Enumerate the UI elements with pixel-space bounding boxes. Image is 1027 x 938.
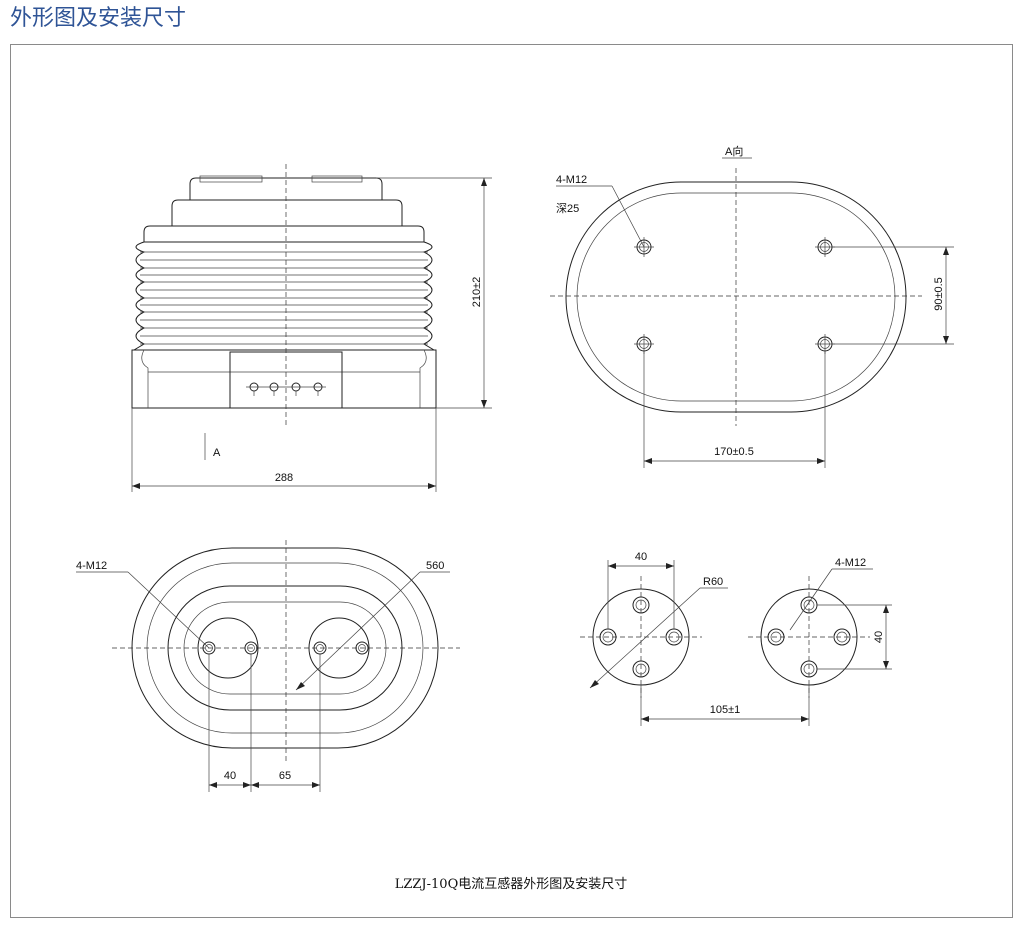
front-view: 210±2 288 A bbox=[131, 164, 492, 492]
terminal-width-dimension: 40 bbox=[635, 551, 647, 563]
top-view-title: A向 bbox=[725, 144, 743, 158]
top-view: A向 4-M12 深25 90±0.5 bbox=[550, 144, 954, 468]
terminal-view: 40 R60 4-M12 40 105±1 bbox=[580, 551, 892, 726]
terminal-radius-dimension: R60 bbox=[703, 576, 723, 588]
front-view-terminals bbox=[246, 382, 326, 396]
top-view-holes bbox=[634, 237, 835, 354]
top-depth-spec: 深25 bbox=[556, 202, 579, 215]
terminal-height-dimension: 40 bbox=[873, 631, 885, 643]
top-thread-spec: 4-M12 bbox=[556, 174, 587, 186]
drawing-caption: LZZJ-10Q电流互感器外形图及安装尺寸 bbox=[395, 876, 628, 892]
front-view-sheds bbox=[133, 241, 435, 351]
drawing-frame bbox=[10, 44, 1013, 918]
terminal-holes-right bbox=[767, 596, 851, 678]
bottom-diameter-dimension: 560 bbox=[426, 560, 444, 572]
front-width-dimension: 288 bbox=[275, 472, 293, 484]
bottom-thread-spec: 4-M12 bbox=[76, 560, 107, 572]
top-horizontal-spacing: 170±0.5 bbox=[714, 446, 754, 458]
top-vertical-spacing: 90±0.5 bbox=[933, 277, 945, 311]
page-heading: 外形图及安装尺寸 bbox=[10, 6, 187, 31]
front-height-dimension: 210±2 bbox=[471, 277, 483, 308]
bottom-spacing-b: 65 bbox=[279, 770, 291, 782]
terminal-center-spacing: 105±1 bbox=[710, 704, 741, 716]
front-view-marker: A bbox=[213, 447, 221, 459]
bottom-view: 4-M12 560 40 65 bbox=[76, 540, 460, 792]
bottom-spacing-a: 40 bbox=[224, 770, 236, 782]
terminal-thread-spec: 4-M12 bbox=[835, 557, 866, 569]
